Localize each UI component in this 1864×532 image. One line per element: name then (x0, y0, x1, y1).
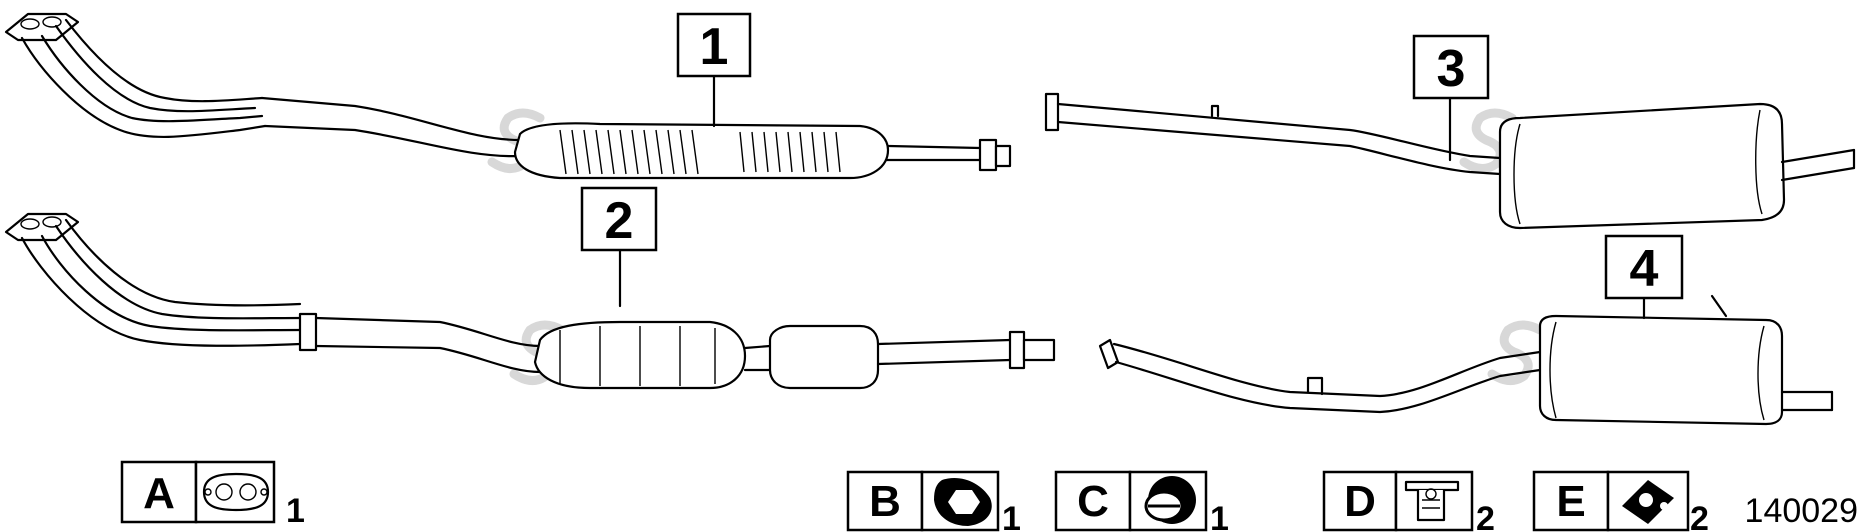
kit-d[interactable]: D 2 (1322, 470, 1495, 532)
kit-c-letter: C (1077, 477, 1109, 526)
gasket-icon (202, 472, 270, 512)
kit-c[interactable]: C 1 (1054, 470, 1229, 532)
kit-b-qty: 1 (1002, 500, 1021, 532)
part-label-1: 1 (676, 12, 752, 128)
seal-ring-icon (1144, 476, 1196, 524)
part-number-2: 2 (605, 192, 634, 250)
heat-shield-ribs (559, 129, 841, 175)
kit-a[interactable]: A 1 (120, 460, 305, 530)
kit-b-letter: B (869, 477, 901, 526)
part-2-front-pipe-catalyst[interactable] (4, 212, 1056, 390)
kit-c-qty: 1 (1210, 500, 1229, 532)
hanger-icon (1622, 480, 1674, 524)
diagram-reference-number: 140029 (1745, 492, 1858, 530)
kit-a-letter: A (143, 469, 175, 518)
kit-e-qty: 2 (1690, 500, 1709, 532)
part-number-3: 3 (1437, 40, 1466, 98)
part-4-rear-silencer[interactable] (1098, 294, 1834, 426)
rubber-mount-icon (934, 478, 992, 526)
part-number-1: 1 (700, 18, 729, 76)
kit-d-qty: 2 (1476, 500, 1495, 532)
part-3-middle-silencer[interactable] (1044, 92, 1856, 230)
part-label-4: 4 (1604, 234, 1684, 320)
part-label-2: 2 (580, 186, 658, 308)
part-label-3: 3 (1412, 34, 1490, 162)
part-1-front-pipe[interactable] (4, 12, 1012, 180)
kit-b[interactable]: B 1 (846, 470, 1021, 532)
part-number-4: 4 (1630, 240, 1659, 298)
kit-e[interactable]: E 2 (1532, 470, 1709, 532)
kit-e-letter: E (1556, 477, 1585, 526)
kit-a-qty: 1 (286, 492, 305, 530)
clamp-icon (1404, 480, 1460, 522)
kit-d-letter: D (1344, 477, 1376, 526)
